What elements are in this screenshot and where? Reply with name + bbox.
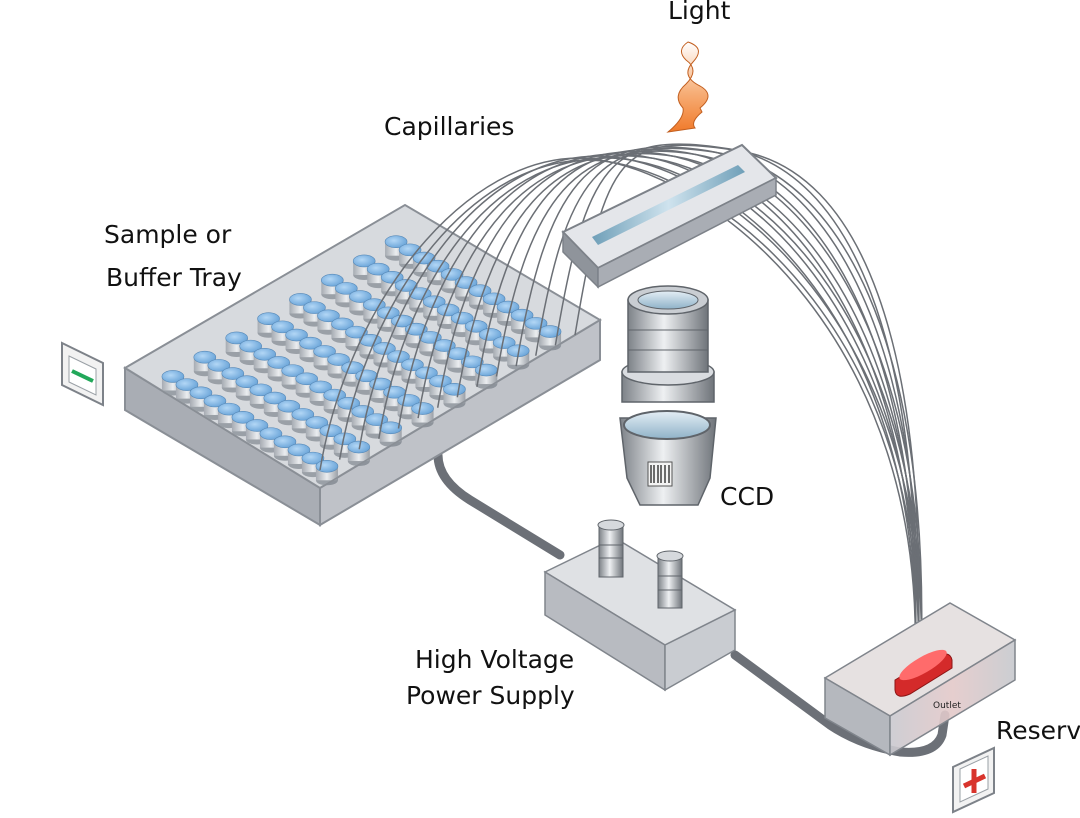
outlet-vial [894, 649, 953, 697]
capillary-tube [436, 151, 917, 663]
tray-label-line1: Sample or [104, 220, 232, 249]
capillary-tube [417, 155, 923, 663]
sample-well [387, 350, 410, 376]
high-voltage-power-supply [543, 519, 737, 692]
detection-window [561, 143, 778, 289]
power-cables [433, 450, 950, 757]
sample-well [315, 459, 339, 486]
capillaries-label: Capillaries [384, 112, 515, 141]
outlet-reservoir: Outlet [823, 602, 1017, 757]
sample-well [379, 421, 402, 447]
capillary-tube [554, 143, 917, 663]
sample-well [271, 320, 294, 346]
ccd-camera [619, 285, 717, 506]
capillary-tube [574, 144, 920, 663]
capillary-tube [358, 155, 923, 663]
cable-supply-to-reservoir [730, 650, 950, 757]
detection-slit [592, 165, 745, 245]
sample-well [506, 344, 530, 370]
capillary-bundle [319, 143, 923, 663]
capillary-tube [456, 152, 920, 663]
ccd-label: CCD [720, 482, 775, 511]
sample-well [461, 355, 484, 381]
cable-tray-to-supply [433, 450, 565, 560]
tray-label-line2: Buffer Tray [106, 263, 242, 292]
power-supply-label-line1: High Voltage [415, 645, 575, 674]
capillary-tube [378, 157, 917, 663]
terminal-post-left [597, 519, 625, 578]
sample-well [411, 402, 434, 428]
sample-well [347, 440, 371, 467]
sample-well [355, 369, 378, 395]
light-label: Light [668, 0, 731, 25]
power-supply-label-line2: Power Supply [406, 681, 575, 710]
outlet-label: Outlet [933, 701, 961, 711]
sample-buffer-tray [123, 203, 602, 527]
light-icon [666, 41, 709, 133]
terminal-post-right [656, 550, 684, 609]
positive-electrode-icon [952, 746, 995, 814]
reservoir-label: Reserv [996, 716, 1080, 745]
negative-electrode-icon [61, 341, 104, 407]
capillary-tube [338, 159, 920, 663]
